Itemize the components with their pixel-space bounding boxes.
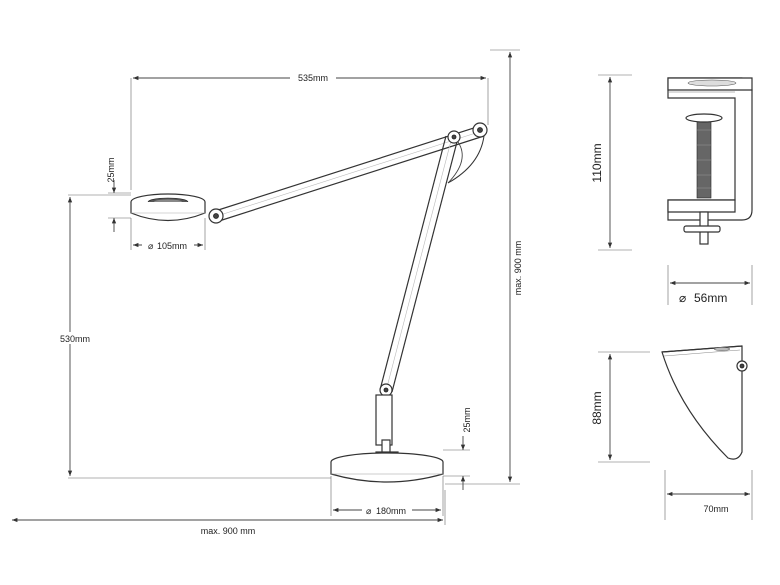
dim-head-to-base-height: 530mm	[55, 194, 331, 479]
label-arm-reach: 535mm	[298, 73, 328, 83]
label-wall-mount-width: 70mm	[703, 504, 728, 514]
label-wall-mount-height: 88mm	[590, 391, 604, 424]
label-head-to-base-height: 530mm	[60, 334, 90, 344]
label-max-width: max. 900 mm	[201, 526, 256, 536]
lamp-head-joint-pin	[213, 213, 219, 219]
lamp-base	[330, 452, 444, 483]
dim-base-diameter: ⌀ 180mm	[330, 476, 444, 516]
label-base-height: 25mm	[462, 407, 472, 432]
dim-clamp-height: 110mm	[590, 74, 632, 251]
label-base-diameter: 180mm	[376, 506, 406, 516]
lamp-lower-arm	[379, 135, 459, 393]
dim-max-height: max. 900 mm	[445, 49, 523, 485]
diameter-symbol-clamp: ⌀	[679, 291, 686, 305]
label-head-height: 25mm	[106, 157, 116, 182]
lamp-tension-cable	[447, 135, 485, 184]
lamp-top-joint-pin	[477, 127, 483, 133]
label-clamp-height: 110mm	[590, 143, 604, 182]
lamp-lower-joint-pin	[383, 387, 389, 393]
dim-wall-mount-width: 70mm	[664, 470, 753, 520]
dim-wall-mount-height: 88mm	[590, 351, 650, 463]
label-head-diameter: 105mm	[157, 241, 187, 251]
clamp-drawing	[667, 77, 753, 245]
diameter-symbol-base: ⌀	[366, 506, 372, 516]
lamp-head	[130, 193, 206, 222]
label-clamp-diameter: 56mm	[694, 291, 727, 305]
lamp-stem	[375, 394, 399, 459]
lamp-upper-arm	[211, 125, 485, 223]
wall-mount-drawing	[661, 345, 748, 460]
diameter-symbol-head: ⌀	[148, 241, 154, 251]
lamp-spring-link	[447, 141, 463, 184]
dim-head-height: 25mm	[106, 157, 131, 232]
dim-max-width: max. 900 mm	[11, 490, 446, 536]
label-max-height: max. 900 mm	[513, 241, 523, 296]
dim-arm-reach: 535mm	[130, 71, 489, 190]
desk-lamp-drawing	[130, 122, 488, 483]
dim-head-diameter: ⌀ 105mm	[130, 218, 206, 251]
dim-clamp-diameter: ⌀ 56mm	[667, 265, 753, 305]
lamp-elbow-joint-pin	[451, 134, 457, 140]
dim-base-height: 25mm	[443, 407, 472, 490]
